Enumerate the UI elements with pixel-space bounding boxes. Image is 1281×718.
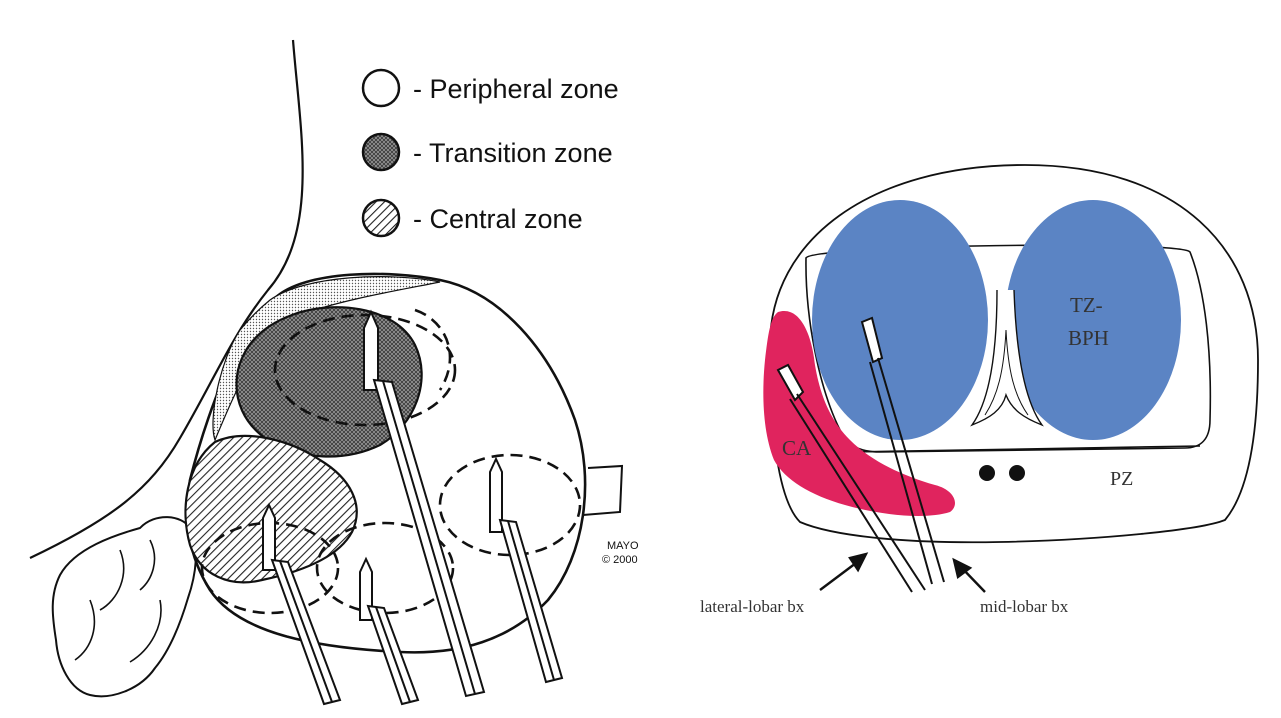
midline-urethra-inner bbox=[984, 329, 1029, 416]
biopsy-needle-4 bbox=[359, 556, 420, 706]
credit-mayo: MAYO bbox=[607, 540, 639, 552]
inner-boundary-line bbox=[849, 445, 1201, 453]
credit-year: © 2000 bbox=[602, 554, 638, 566]
legend-label-peripheral: - Peripheral zone bbox=[413, 74, 619, 104]
dashed-region-lower-mid bbox=[315, 521, 455, 615]
dashed-region-upper-right bbox=[414, 308, 452, 391]
tz-bph-right-lobe bbox=[1005, 200, 1181, 440]
legend-item-transition: - Transition zone bbox=[361, 132, 613, 172]
legend-label-central: - Central zone bbox=[413, 204, 583, 234]
peripheral-zone-swatch bbox=[361, 68, 401, 108]
ejaculatory-duct-dot-right bbox=[1009, 465, 1025, 481]
mid-lobar-arrow bbox=[952, 557, 986, 593]
biopsy-needle-2 bbox=[489, 456, 564, 684]
biopsy-needles-left bbox=[262, 309, 564, 706]
transition-zone-swatch bbox=[361, 132, 401, 172]
legend-item-peripheral: - Peripheral zone bbox=[361, 68, 619, 108]
legend: - Peripheral zone - Transition zone - Ce… bbox=[361, 68, 619, 238]
lateral-lobar-arrow bbox=[819, 552, 869, 591]
ca-label: CA bbox=[782, 436, 812, 460]
seminal-vesicle bbox=[51, 516, 197, 698]
tz-bph-left-lobe bbox=[812, 200, 988, 440]
urethra-stub bbox=[582, 464, 624, 516]
legend-label-transition: - Transition zone bbox=[413, 138, 613, 168]
dashed-region-right bbox=[438, 453, 582, 557]
pz-label: PZ bbox=[1110, 468, 1133, 490]
legend-item-central: - Central zone bbox=[361, 198, 583, 238]
mid-lobar-label: mid-lobar bx bbox=[980, 597, 1069, 616]
dashed-biopsy-regions bbox=[200, 308, 582, 615]
right-panel: TZ- BPH CA PZ lateral-lobar bx mid-lobar… bbox=[700, 164, 1259, 616]
pointer-arrows bbox=[819, 552, 986, 593]
seminal-vesicle-folds bbox=[74, 539, 162, 663]
dashed-region-upper bbox=[273, 313, 457, 427]
lateral-lobar-needle bbox=[776, 363, 926, 593]
bladder-outline bbox=[29, 39, 304, 559]
ejaculatory-duct-dot-left bbox=[979, 465, 995, 481]
tz-bph-label-line1: TZ- bbox=[1070, 293, 1103, 317]
biopsy-needle-3 bbox=[262, 502, 342, 706]
biopsy-needle-1 bbox=[363, 309, 486, 698]
mid-lobar-needle bbox=[860, 316, 945, 585]
central-zone-swatch bbox=[361, 198, 401, 238]
left-panel: - Peripheral zone - Transition zone - Ce… bbox=[29, 39, 639, 706]
cancer-region bbox=[763, 310, 955, 516]
tz-bph-label-line2: BPH bbox=[1068, 326, 1109, 350]
lateral-lobar-label: lateral-lobar bx bbox=[700, 597, 805, 616]
midline-urethra bbox=[970, 289, 1044, 427]
biopsy-needles-right bbox=[776, 316, 945, 593]
